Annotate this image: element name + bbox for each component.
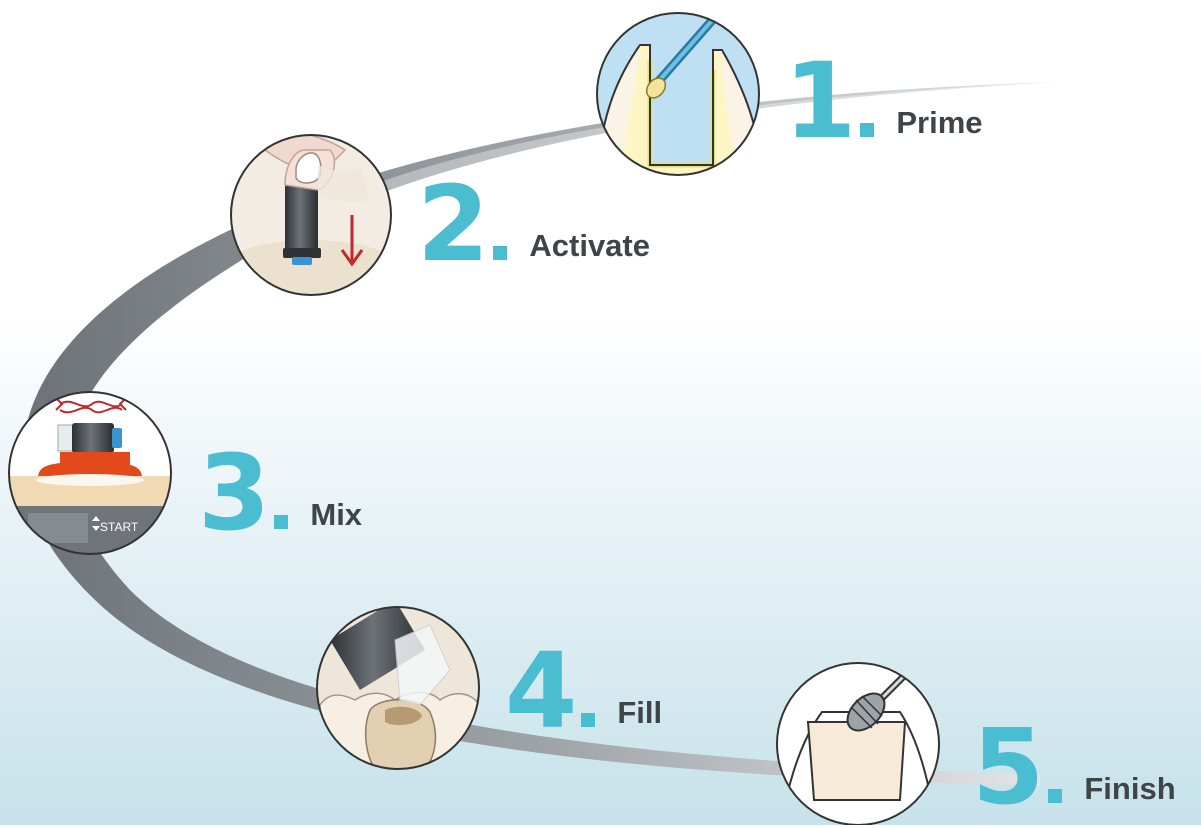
step-label: Finish: [1084, 771, 1176, 807]
step-number-dot: [1048, 789, 1063, 804]
activate-illustration: [230, 134, 392, 296]
step-label: Mix: [310, 497, 363, 533]
mixer-start-label: START: [100, 520, 139, 534]
prime-illustration: [596, 12, 760, 176]
step-number-dot: [493, 246, 508, 261]
step-number-dot: [860, 123, 875, 138]
step-5: 5 Finish: [972, 706, 1176, 828]
step-label: Prime: [896, 105, 983, 141]
step-number-dot: [274, 515, 289, 530]
step-4: 4 Fill: [505, 630, 663, 752]
step-3: 3 Mix: [198, 432, 363, 554]
fill-illustration: [316, 606, 480, 770]
step-2: 2 Activate: [417, 163, 650, 285]
finish-illustration: [776, 662, 940, 825]
mix-illustration: START: [8, 391, 172, 555]
step-number: 2: [417, 163, 489, 285]
step-number: 5: [972, 706, 1044, 828]
step-label: Activate: [529, 228, 650, 264]
step-number: 4: [505, 630, 577, 752]
step-number: 1: [784, 40, 856, 162]
step-number: 3: [198, 432, 270, 554]
step-label: Fill: [617, 695, 663, 731]
step-1: 1 Prime: [784, 40, 983, 162]
step-number-dot: [581, 713, 596, 728]
